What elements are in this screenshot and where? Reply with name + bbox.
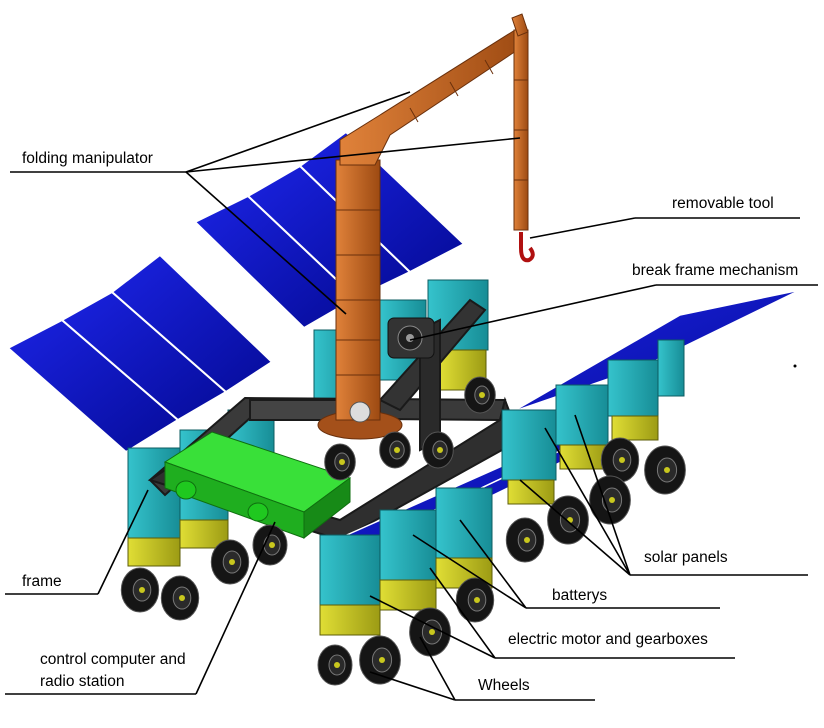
stray-dot xyxy=(793,364,797,368)
label-control-line2: radio station xyxy=(40,673,124,690)
wheel xyxy=(464,376,496,414)
wheel xyxy=(600,437,640,483)
wheel xyxy=(455,577,495,623)
label-electric-motor: electric motor and gearboxes xyxy=(508,631,708,648)
label-break-frame-mechanism: break frame mechanism xyxy=(632,262,798,279)
label-frame: frame xyxy=(22,573,62,590)
break-frame-mechanism xyxy=(387,317,435,359)
wheel xyxy=(210,539,250,585)
wheel xyxy=(379,431,411,469)
wheel xyxy=(120,567,160,613)
wheel xyxy=(505,517,545,563)
hook-tool-icon xyxy=(519,232,535,263)
wheel xyxy=(160,575,200,621)
label-control-line1: control computer and xyxy=(40,651,186,668)
solar-panel xyxy=(511,289,801,413)
callout-lines xyxy=(5,91,818,701)
wheel xyxy=(252,524,288,566)
label-removable-tool: removable tool xyxy=(672,195,774,212)
wheel xyxy=(547,495,589,545)
wheel xyxy=(324,443,356,481)
label-solar-panels: solar panels xyxy=(644,549,728,566)
control-computer xyxy=(163,431,352,540)
folding-manipulator xyxy=(317,13,535,440)
label-wheels: Wheels xyxy=(478,677,530,694)
labels: folding manipulator removable tool break… xyxy=(22,150,798,694)
label-batterys: batterys xyxy=(552,587,607,604)
label-folding-manipulator: folding manipulator xyxy=(22,150,153,167)
wheel xyxy=(317,644,353,686)
solar-panel xyxy=(110,253,274,394)
wheel xyxy=(644,445,686,495)
wheel xyxy=(422,431,454,469)
wheel xyxy=(359,635,401,685)
